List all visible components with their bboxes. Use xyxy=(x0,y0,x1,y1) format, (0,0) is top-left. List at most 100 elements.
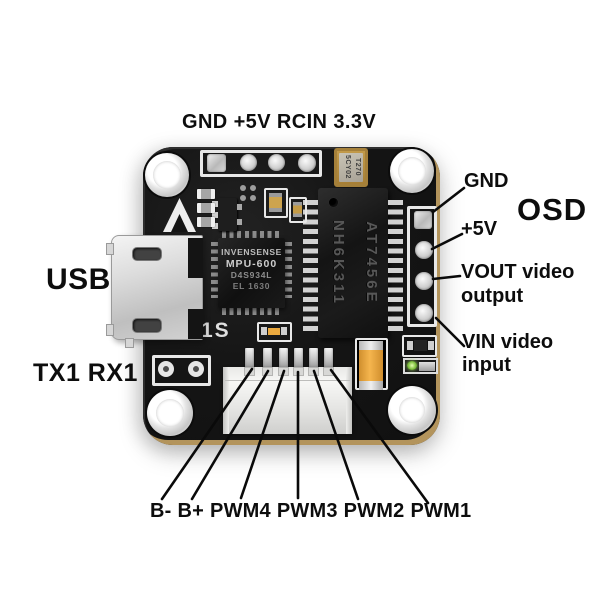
led-green-glow xyxy=(407,361,417,370)
capacitor-terminal xyxy=(359,381,383,390)
osd-chip-at7456e xyxy=(318,188,388,338)
connector-side xyxy=(346,367,352,434)
smd-resistor xyxy=(197,203,215,213)
gyro-marking-line1: INVENSENSE xyxy=(221,247,282,257)
hole-bore xyxy=(399,397,425,423)
pad-rcin-top xyxy=(268,154,285,171)
smd-pad xyxy=(428,341,434,350)
smd-pad xyxy=(407,341,413,350)
smd-capacitor xyxy=(268,192,282,212)
pad-3v3-top xyxy=(298,154,316,172)
label-usb: USB xyxy=(46,263,111,296)
smd-component-box xyxy=(402,335,437,357)
osd-chip-pin1-dot xyxy=(329,198,338,207)
smd-resistor xyxy=(197,189,215,199)
solder-pad-dot xyxy=(250,185,256,191)
usb-tab xyxy=(106,243,114,255)
pad-vin xyxy=(415,304,433,322)
connector-slot xyxy=(293,367,304,376)
connector-pin-pwm3 xyxy=(294,348,303,370)
label-vout-line1: VOUT video xyxy=(461,261,575,283)
connector-slot xyxy=(244,367,255,376)
orientation-arrow-icon xyxy=(163,198,196,232)
hole-bore xyxy=(156,399,184,427)
solder-pad-dot xyxy=(240,195,246,201)
pad-5v-right xyxy=(415,241,433,259)
label-osd: OSD xyxy=(517,192,588,227)
smd-capacitor xyxy=(293,201,302,217)
pad-tx1 xyxy=(158,361,174,377)
osd-chip-marking-line1: AT7456E xyxy=(363,221,380,305)
pad-rx1 xyxy=(188,361,204,377)
usb-slot xyxy=(132,318,162,333)
gyro-chip-mpu6000: INVENSENSE MPU-600 D4S934L EL 1630 xyxy=(218,238,285,308)
pin xyxy=(212,223,218,229)
pin xyxy=(237,219,242,225)
connector-pin-pwm2 xyxy=(309,348,318,370)
silkscreen-1s: 1S xyxy=(201,319,231,342)
connector-slot xyxy=(323,367,334,376)
smd-pad xyxy=(281,327,287,335)
pad-gnd-top xyxy=(207,154,226,172)
label-tx1-rx1: TX1 RX1 xyxy=(33,359,138,387)
gyro-marking-line2: MPU-600 xyxy=(225,258,278,270)
capacitor-terminal xyxy=(359,341,383,350)
label-pwm1: PWM1 xyxy=(410,500,472,522)
connector-pin-pwm1 xyxy=(324,348,333,370)
osd-chip-pins-left xyxy=(303,200,318,336)
solder-pad-dot xyxy=(250,195,256,201)
connector-pin-b-plus xyxy=(263,348,272,370)
connector-slot xyxy=(308,367,319,376)
gyro-chip-pins-right xyxy=(285,242,292,298)
gyro-chip-pins-left xyxy=(211,242,218,298)
gyro-marking-line4: EL 1630 xyxy=(232,281,271,291)
pad-gnd-right xyxy=(414,211,432,229)
smd-capacitor xyxy=(268,327,280,335)
crystal-marking-line1: T270 xyxy=(354,158,361,176)
label-b-minus: B- xyxy=(150,500,172,522)
capacitor-body-orange xyxy=(359,350,383,381)
pad-vout xyxy=(415,272,433,290)
micro-usb-connector xyxy=(106,235,203,348)
status-led xyxy=(403,358,438,374)
crystal-marking-line2: 5CY02 xyxy=(344,155,351,179)
label-b-plus: B+ xyxy=(177,500,205,522)
smd-capacitor-box xyxy=(264,188,288,218)
mounting-hole-bottom-left xyxy=(147,390,193,436)
osd-chip-pins-right xyxy=(388,200,403,336)
pin xyxy=(212,212,218,218)
label-pwm3: PWM3 xyxy=(276,500,338,522)
label-pwm2: PWM2 xyxy=(343,500,405,522)
connector-pin-b-minus xyxy=(245,348,254,370)
connector-slot xyxy=(278,367,289,376)
regulator-transistor xyxy=(212,198,242,231)
gyro-chip-pins-bottom xyxy=(222,308,281,315)
crystal-oscillator: T270 5CY02 xyxy=(334,148,368,187)
label-vout-line2: output xyxy=(461,284,524,307)
label-bottom-pins: B- B+ PWM4 PWM3 PWM2 PWM1 xyxy=(150,500,472,523)
led-body xyxy=(419,361,435,371)
osd-pin-header xyxy=(407,206,437,327)
pin xyxy=(237,204,242,210)
smd-capacitor-box xyxy=(289,197,307,223)
top-pin-header xyxy=(200,150,322,177)
gyro-marking-line3: D4S934L xyxy=(230,270,273,280)
connector-pin-pwm4 xyxy=(279,348,288,370)
usb-slot xyxy=(132,247,162,261)
usb-housing xyxy=(188,309,203,339)
mounting-hole-bottom-right xyxy=(388,386,436,434)
usb-tab xyxy=(106,324,114,336)
label-pwm4: PWM4 xyxy=(210,500,271,522)
flight-controller-board: T270 5CY02 AT7456E NH6K311 INVENSENSE MP… xyxy=(106,147,440,445)
osd-chip-marking: AT7456E NH6K311 xyxy=(318,188,388,338)
mounting-hole-top-right xyxy=(390,149,434,193)
hole-bore xyxy=(153,161,181,189)
tantalum-capacitor-box xyxy=(355,338,388,390)
smd-component xyxy=(414,340,427,351)
label-top-header: GND +5V RCIN 3.3V xyxy=(182,111,377,133)
smd-component-box xyxy=(257,322,292,342)
smd-resistor xyxy=(197,217,215,227)
label-5v: +5V xyxy=(461,218,498,240)
solder-pad-dot xyxy=(240,185,246,191)
